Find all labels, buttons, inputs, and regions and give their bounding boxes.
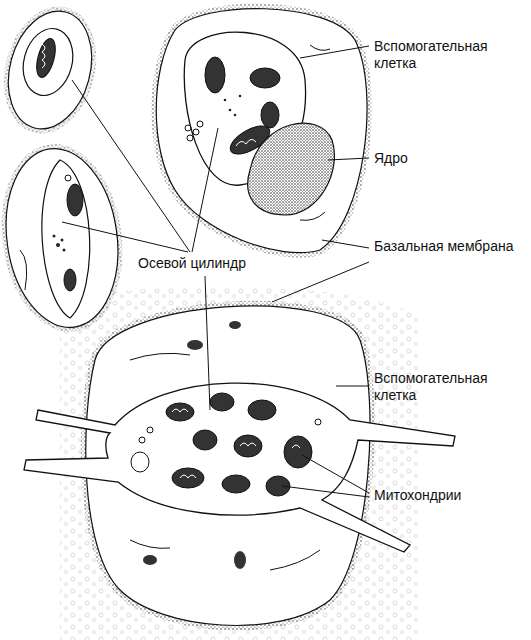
illustration-part [310, 45, 330, 50]
illustration-part [61, 239, 64, 242]
part-label: Осевой цилиндр [138, 255, 278, 272]
illustration-part [172, 409, 300, 478]
illustration-part [65, 175, 71, 181]
illustration-part [302, 455, 369, 493]
illustration-part [139, 437, 145, 443]
illustration-part [67, 184, 83, 216]
illustration-part [192, 128, 218, 252]
illustration-part [143, 555, 157, 565]
illustration-part [282, 486, 369, 497]
illustration-part [24, 383, 455, 552]
illustration-part [62, 222, 188, 252]
illustration-part [205, 57, 225, 93]
part-label: Вспомогательная клетка [374, 38, 524, 72]
illustration-part [328, 158, 369, 160]
illustration-part [187, 340, 203, 350]
illustration-part [284, 436, 312, 468]
illustration-part [222, 475, 250, 493]
illustration-part [210, 393, 234, 411]
illustration-part [234, 114, 237, 117]
illustration-part [300, 46, 369, 58]
illustration-part [0, 141, 129, 335]
illustration-part [205, 276, 210, 410]
illustration-part [53, 235, 56, 238]
illustration-part [322, 240, 369, 248]
illustration-part [156, 9, 367, 253]
illustration-part [197, 121, 203, 127]
part-label: Вспомогательная клетка [374, 370, 524, 404]
illustration-part [24, 306, 455, 626]
illustration-part [0, 141, 129, 335]
illustration-part [64, 269, 76, 291]
illustration-part [147, 427, 153, 433]
illustration-part [261, 102, 279, 128]
illustration-part [42, 44, 45, 68]
illustration-part [239, 95, 242, 98]
illustration-part [156, 9, 367, 253]
illustration-part [336, 386, 369, 387]
illustration-part [62, 46, 369, 497]
illustration-part [224, 99, 227, 102]
illustration-part [193, 430, 217, 450]
illustration-part [131, 452, 149, 472]
illustration-part [42, 160, 90, 318]
part-label: Базальная мембрана [374, 238, 524, 255]
illustration-part [0, 141, 129, 335]
illustration-part [63, 249, 66, 252]
illustration-part [229, 109, 232, 112]
illustration-part [193, 129, 199, 135]
illustration-part [236, 139, 256, 146]
illustration-part [185, 125, 191, 131]
illustration-part [187, 135, 193, 141]
illustration-part [130, 353, 320, 570]
illustration-part [0, 2, 104, 139]
illustration-part [20, 250, 27, 290]
illustration-part [33, 37, 59, 80]
illustration-part [0, 2, 104, 139]
illustration-part [248, 123, 335, 215]
illustration-part [315, 419, 321, 425]
illustration-part [248, 400, 276, 420]
illustration-part [16, 23, 80, 101]
illustration-part [56, 243, 60, 247]
part-label: Ядро [374, 150, 524, 167]
illustration-part [156, 9, 367, 253]
illustration-part [229, 321, 241, 329]
illustration-part [266, 476, 290, 496]
illustration-part [272, 262, 369, 302]
illustration-part [300, 212, 325, 220]
part-label: Митохондрии [374, 487, 524, 504]
illustration-part [72, 80, 190, 252]
illustration-part [0, 2, 104, 139]
illustration-part [250, 68, 280, 88]
illustration-part [234, 551, 246, 569]
